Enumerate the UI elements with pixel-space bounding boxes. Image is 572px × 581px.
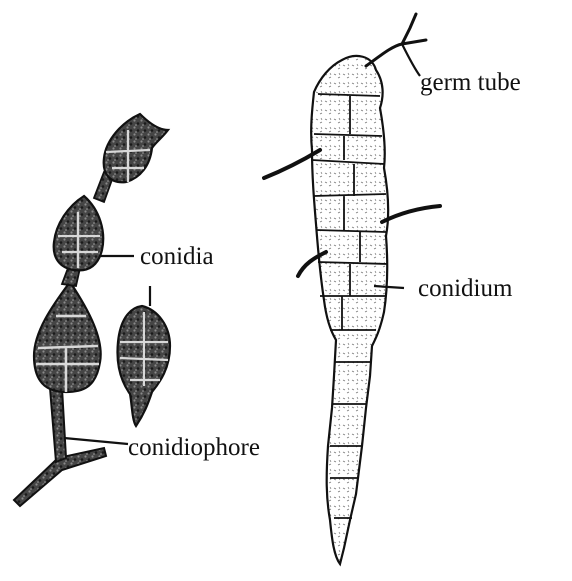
conidiophore-leader-line	[64, 438, 128, 444]
conidiophore-stalk	[50, 388, 66, 462]
label-conidia: conidia	[140, 243, 214, 270]
label-conidiophore: conidiophore	[128, 434, 260, 461]
conidium-lower-large	[34, 282, 101, 392]
label-conidium: conidium	[418, 275, 513, 302]
conidium-detached	[118, 306, 171, 426]
conidium-upper	[104, 114, 168, 182]
germ-tube-leader-line	[402, 44, 420, 76]
germ-tube-top	[366, 14, 426, 66]
right-germinating-conidium	[264, 14, 440, 564]
conidium-middle	[54, 196, 104, 270]
label-germ-tube: germ tube	[420, 69, 521, 96]
germ-tube-right-middle	[382, 206, 440, 222]
